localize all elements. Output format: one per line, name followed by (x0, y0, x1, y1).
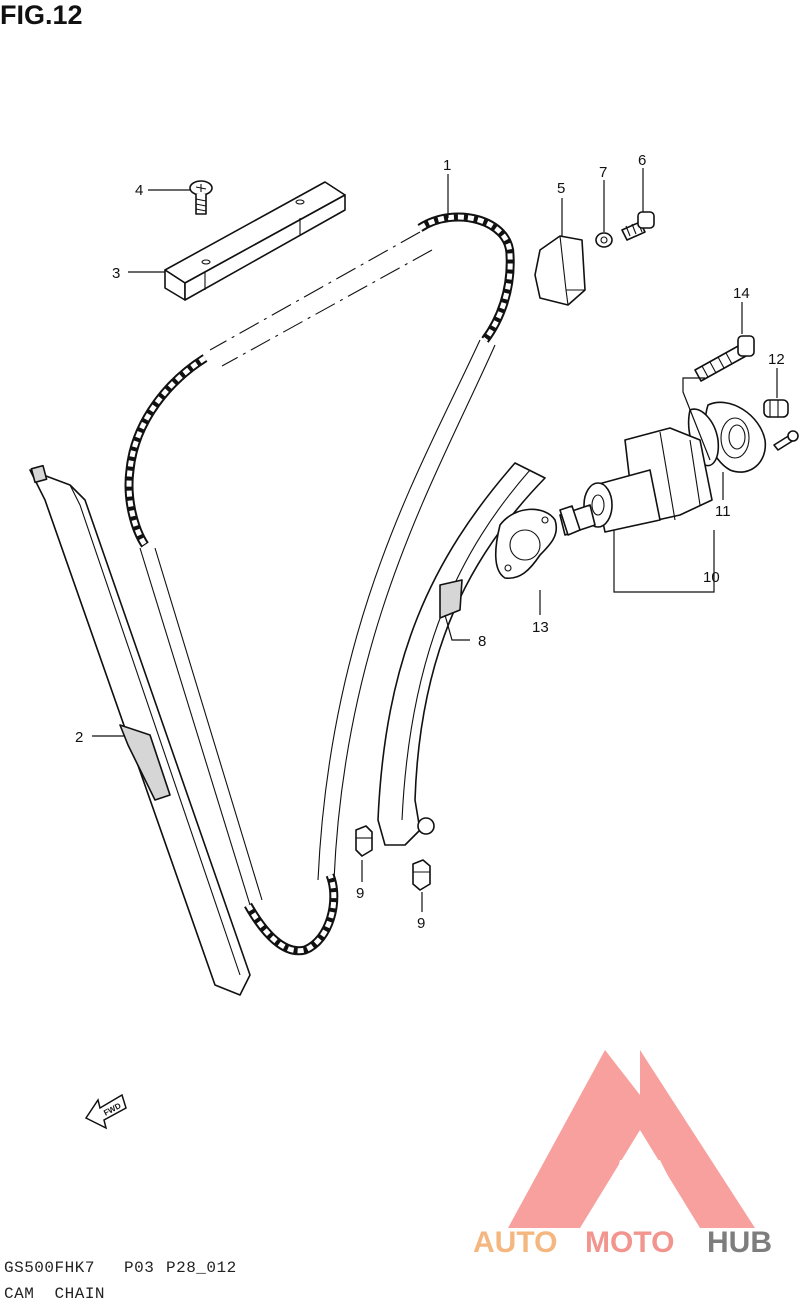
part-12-cap-bolt (763, 399, 789, 418)
footer: GS500FHK7 P03 P28_012 CAM CHAIN (4, 1259, 237, 1303)
callout-4: 4 (135, 182, 143, 199)
callout-7: 7 (599, 164, 607, 181)
callout-3: 3 (112, 265, 120, 282)
region-code: P03 (124, 1259, 154, 1277)
watermark-word-auto: AUTO (473, 1226, 557, 1259)
figure-title: FIG.12 (0, 0, 83, 30)
part-9-damper-b (412, 859, 431, 891)
callout-13: 13 (532, 619, 549, 636)
section-name: CAM CHAIN (4, 1285, 105, 1303)
part-13-gasket (494, 508, 558, 580)
part-8-tensioner-guide (377, 462, 546, 846)
callout-6: 6 (638, 152, 646, 169)
callout-9-left: 9 (356, 885, 364, 902)
automotohub-watermark: AUTO MOTO HUB (473, 1050, 772, 1259)
part-5-guide-pad (534, 235, 586, 306)
forward-direction-arrow: FWD (84, 1093, 127, 1130)
part-9-damper-a (355, 825, 373, 857)
callout-labels: 1 2 3 4 5 6 7 8 9 9 10 11 12 13 14 (75, 152, 785, 932)
part-4-screw (189, 180, 213, 215)
callout-12: 12 (768, 351, 785, 368)
callout-5: 5 (557, 180, 565, 197)
callout-1: 1 (443, 157, 451, 174)
part-14-bolt (694, 335, 755, 382)
part-2-front-chain-guide (29, 464, 251, 996)
model-code: GS500FHK7 (4, 1259, 95, 1277)
page-code: P28_012 (166, 1259, 237, 1277)
leader-lines (92, 168, 778, 912)
part-10-tensioner-assembly (559, 427, 713, 536)
part-1-cam-chain (124, 212, 515, 956)
part-6-bolt (621, 211, 655, 241)
callout-8: 8 (478, 633, 486, 650)
watermark-word-moto: MOTO (585, 1226, 674, 1259)
part-7-washer (595, 232, 613, 248)
spring-screw (773, 430, 799, 451)
watermark-word-hub: HUB (707, 1226, 772, 1259)
callout-2: 2 (75, 729, 83, 746)
callout-14: 14 (733, 285, 750, 302)
callout-10: 10 (703, 569, 720, 586)
callout-11: 11 (715, 503, 731, 520)
part-3-upper-chain-guide (164, 181, 346, 301)
callout-9-right: 9 (417, 915, 425, 932)
